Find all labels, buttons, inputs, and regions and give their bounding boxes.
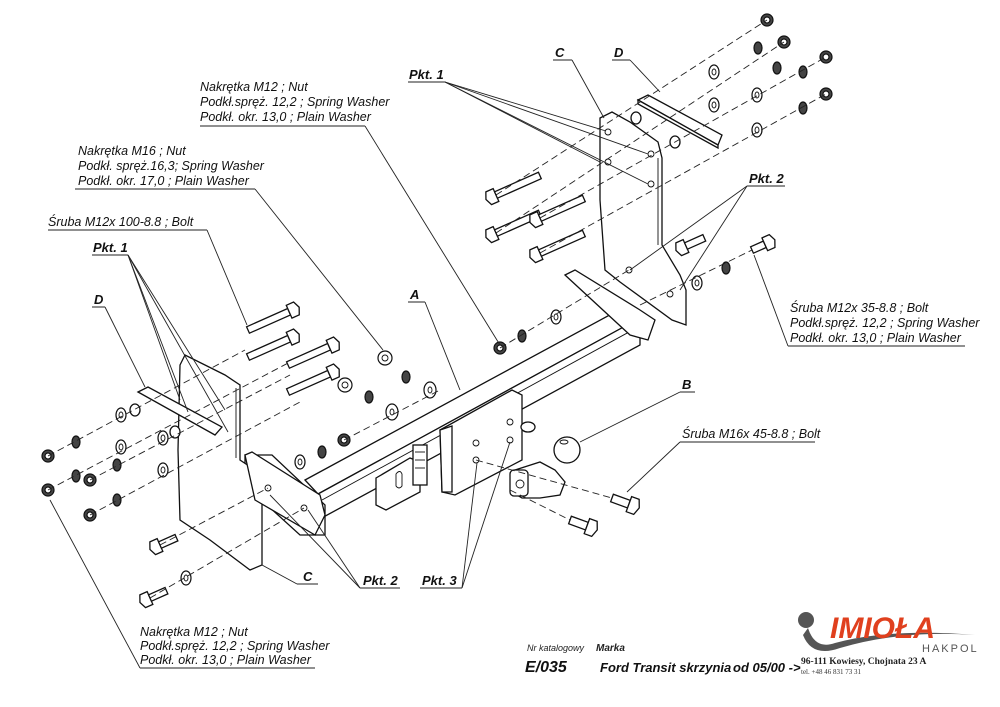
make-label: Marka (596, 643, 625, 654)
label-pkt1-left: Pkt. 1 (93, 240, 128, 255)
clamp-bar-D-top (630, 94, 723, 150)
callout-line: Podkł. spręż.16,3; Spring Washer (78, 159, 265, 173)
callout-nut-m12-top: Nakrętka M12 ; Nut Podkł.spręż. 12,2 ; S… (200, 80, 390, 124)
bolts-m12x35 (139, 233, 776, 609)
callout-nut-m12-bottom: Nakrętka M12 ; Nut Podkł.spręż. 12,2 ; S… (140, 625, 330, 667)
label-part-D-left: D (94, 292, 104, 307)
company-phone: tel. +48 46 831 73 31 (801, 668, 861, 676)
label-part-D-top: D (614, 45, 624, 60)
callout-bolt-m12x35: Śruba M12x 35-8.8 ; Bolt Podkł.spręż. 12… (790, 300, 980, 345)
callout-bolt-m16x45: Śruba M16x 45-8.8 ; Bolt (682, 426, 821, 441)
label-part-A: A (409, 287, 419, 302)
tow-ball-B (509, 436, 581, 499)
nuts-washers-left (41, 407, 169, 522)
callout-nut-m16: Nakrętka M16 ; Nut Podkł. spręż.16,3; Sp… (78, 144, 265, 188)
assembly-axis-lines (47, 19, 827, 599)
callout-line: Podkł. okr. 13,0 ; Plain Washer (200, 110, 372, 124)
label-pkt2-right: Pkt. 2 (749, 171, 784, 186)
company-logo: IMIOŁA HAKPOL (798, 612, 979, 655)
callout-bolt-m12x100: Śruba M12x 100-8.8 ; Bolt (48, 214, 194, 229)
catalog-number: E/035 (525, 659, 568, 676)
company-address: 96-111 Kowiesy, Chojnata 23 A (801, 657, 926, 667)
label-pkt3: Pkt. 3 (422, 573, 457, 588)
logo-text: IMIOŁA (830, 612, 935, 645)
bolts-m16x45 (567, 493, 640, 538)
bolts-m12x100-left (245, 301, 340, 397)
catalog-number-label: Nr katalogowy (527, 643, 585, 653)
label-part-B: B (682, 377, 691, 392)
callout-line: Podkł.spręż. 12,2 ; Spring Washer (200, 95, 390, 109)
callout-line: Podkł. okr. 13,0 ; Plain Washer (790, 331, 962, 345)
callout-line: Podkł.spręż. 12,2 ; Spring Washer (140, 639, 330, 653)
bolts-m12x100-right (485, 171, 587, 264)
callout-line: Śruba M12x 35-8.8 ; Bolt (790, 300, 929, 315)
callout-line: Podkł. okr. 13,0 ; Plain Washer (140, 653, 312, 667)
label-part-C-top: C (555, 45, 565, 60)
logo-subtext: HAKPOL (922, 643, 979, 655)
logo-ball-icon (798, 612, 814, 628)
callout-line: Podkł. okr. 17,0 ; Plain Washer (78, 174, 250, 188)
logo-hook-swoosh-icon (803, 628, 975, 652)
callout-line: Śruba M12x 100-8.8 ; Bolt (48, 214, 194, 229)
callout-line: Nakrętka M16 ; Nut (78, 144, 186, 158)
mounting-plate-left (244, 451, 326, 536)
label-pkt1-top: Pkt. 1 (409, 67, 444, 82)
label-part-C-bottom: C (303, 569, 313, 584)
clamp-bar-D-left (129, 386, 224, 439)
nuts-washers-top-right (708, 13, 833, 138)
title-block: Nr katalogowy Marka E/035 Ford Transit s… (525, 643, 926, 676)
vehicle-model: Ford Transit skrzynia (600, 660, 731, 675)
callout-line: Podkł.spręż. 12,2 ; Spring Washer (790, 316, 980, 330)
label-pkt2-bottom: Pkt. 2 (363, 573, 398, 588)
callout-line: Śruba M16x 45-8.8 ; Bolt (682, 426, 821, 441)
date-range: od 05/00 -> (733, 660, 801, 675)
callout-line: Nakrętka M12 ; Nut (140, 625, 248, 639)
leader-lines (48, 59, 965, 669)
callout-line: Nakrętka M12 ; Nut (200, 80, 308, 94)
